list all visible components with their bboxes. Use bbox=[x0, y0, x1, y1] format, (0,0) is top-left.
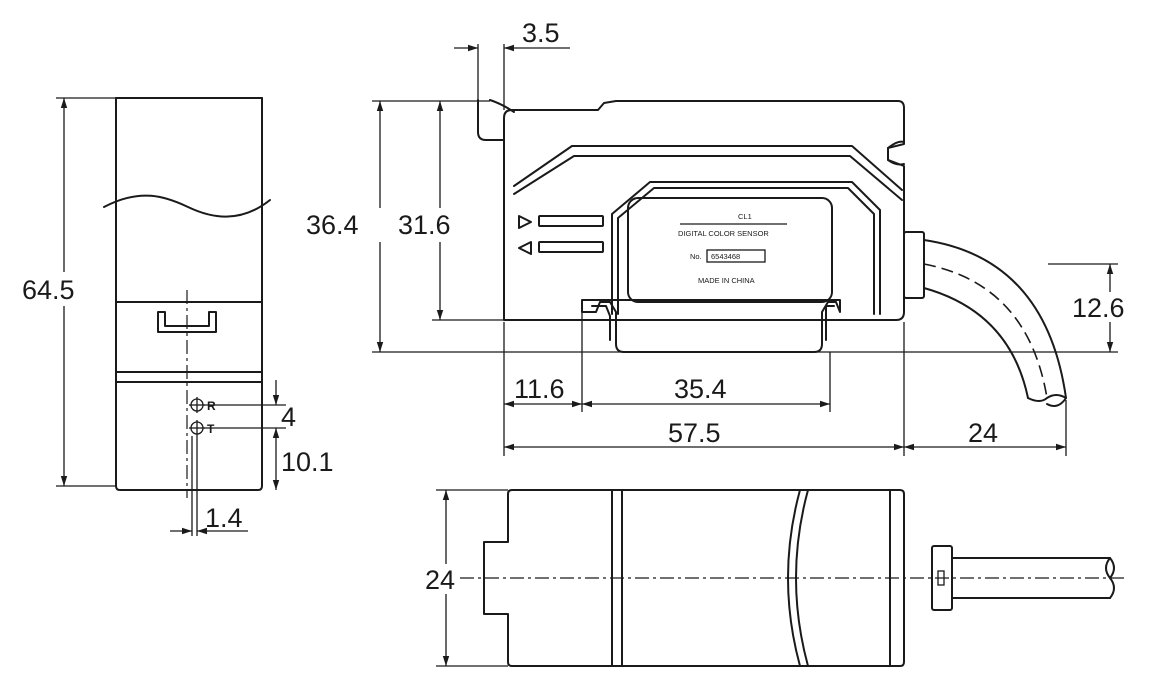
dim-1-4: 1.4 bbox=[205, 503, 243, 533]
dim-35-4: 35.4 bbox=[674, 374, 727, 404]
dim-10-1: 10.1 bbox=[281, 447, 334, 477]
input-indicator-icon bbox=[518, 241, 532, 255]
t-marker-label: T bbox=[207, 422, 215, 436]
dim-57-5: 57.5 bbox=[668, 418, 721, 448]
side-view: R T 64.5 4 10.1 1.4 bbox=[22, 97, 334, 536]
dim-12-6: 12.6 bbox=[1072, 293, 1125, 323]
dim-4: 4 bbox=[281, 402, 296, 432]
dim-3-5: 3.5 bbox=[522, 18, 560, 48]
front-view: CL1 DIGITAL COLOR SENSOR No. 6543468 MAD… bbox=[306, 18, 1142, 456]
r-marker-label: R bbox=[207, 399, 216, 413]
dim-11-6: 11.6 bbox=[514, 374, 565, 404]
dim-24-cable: 24 bbox=[968, 418, 998, 448]
label-name: DIGITAL COLOR SENSOR bbox=[678, 229, 769, 238]
dim-24-width: 24 bbox=[425, 565, 455, 595]
label-serial: 6543468 bbox=[711, 252, 740, 261]
output-indicator-icon bbox=[518, 215, 532, 229]
label-origin: MADE IN CHINA bbox=[698, 276, 755, 285]
top-view: 24 bbox=[422, 489, 1124, 667]
dim-31-6: 31.6 bbox=[398, 210, 451, 240]
label-no-prefix: No. bbox=[690, 252, 702, 261]
label-model: CL1 bbox=[738, 212, 752, 221]
dim-36-4: 36.4 bbox=[306, 210, 359, 240]
dim-64-5: 64.5 bbox=[22, 275, 75, 305]
